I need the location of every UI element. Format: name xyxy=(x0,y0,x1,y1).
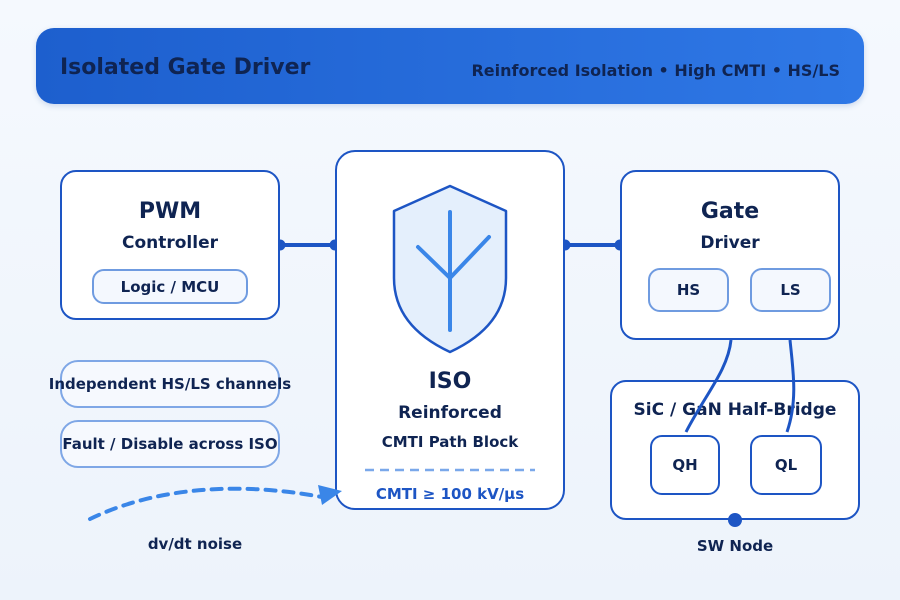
page-title: Isolated Gate Driver xyxy=(60,55,311,80)
page-subtitle: Reinforced Isolation • High CMTI • HS/LS xyxy=(471,61,840,80)
iso-subtitle: Reinforced xyxy=(398,403,502,423)
sw-node-dot xyxy=(728,513,742,527)
note-independent-channels: Independent HS/LS channels xyxy=(49,360,291,408)
pwm-title: PWM xyxy=(138,199,202,224)
cmti-rating: CMTI ≥ 100 kV/µs xyxy=(375,485,525,503)
iso-detail: CMTI Path Block xyxy=(381,433,519,451)
half-bridge-title: SiC / GaN Half-Bridge xyxy=(633,400,837,420)
wire-hs-qh xyxy=(684,339,733,433)
note-fault-disable: Fault / Disable across ISO xyxy=(60,420,280,468)
gate-driver-subtitle: Driver xyxy=(700,233,760,253)
sw-node-label: SW Node xyxy=(696,537,774,555)
wire-ls-ql xyxy=(785,339,796,433)
hs-channel-pill: HS xyxy=(648,268,729,312)
dashed-arrow-icon xyxy=(88,485,342,521)
pwm-subtitle: Controller xyxy=(121,233,218,253)
ql-label: QL xyxy=(774,456,798,474)
qh-label: QH xyxy=(672,456,698,474)
iso-title: ISO xyxy=(428,369,472,394)
noise-label: dv/dt noise xyxy=(147,535,243,553)
header-banner: Isolated Gate Driver Reinforced Isolatio… xyxy=(36,28,864,104)
gate-driver-title: Gate xyxy=(700,199,760,224)
qh-transistor: QH xyxy=(650,435,720,495)
logic-mcu-pill: Logic / MCU xyxy=(92,269,248,304)
ql-transistor: QL xyxy=(750,435,822,495)
ls-channel-pill: LS xyxy=(750,268,831,312)
